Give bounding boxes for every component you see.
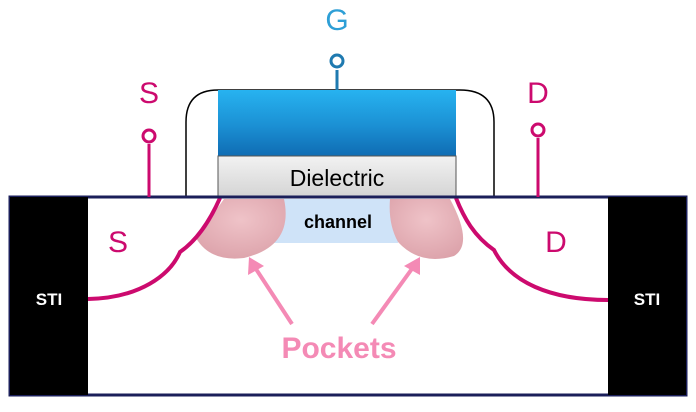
gate-terminal-label: G	[325, 4, 348, 37]
gate-terminal-node	[329, 53, 345, 69]
sti-right-block	[608, 197, 686, 395]
source-region-label: S	[108, 226, 128, 259]
pocket-left-arrowhead	[248, 257, 264, 275]
dielectric-layer	[217, 155, 457, 198]
pocket-right	[389, 199, 464, 259]
drain-junction	[454, 197, 609, 302]
sti-left-block	[10, 197, 88, 395]
pocket-right-arrowhead	[404, 257, 420, 275]
pocket-left-arrow	[252, 264, 294, 326]
source-terminal-node	[141, 128, 157, 144]
sti-right-label: STI	[634, 290, 660, 309]
drain-terminal-label: D	[527, 77, 549, 110]
sti-left-label: STI	[36, 290, 62, 309]
source-terminal-label: S	[139, 77, 159, 110]
channel-region	[268, 199, 398, 243]
drain-region-label: D	[545, 226, 567, 259]
pocket-right-arrow	[370, 264, 416, 326]
source-junction	[87, 197, 222, 301]
channel-label: channel	[304, 212, 372, 232]
dielectric-label: Dielectric	[290, 165, 385, 191]
gate-electrode	[218, 90, 456, 156]
pockets-label: Pockets	[281, 332, 396, 365]
pocket-left	[196, 199, 286, 259]
drain-terminal-node	[530, 122, 546, 138]
